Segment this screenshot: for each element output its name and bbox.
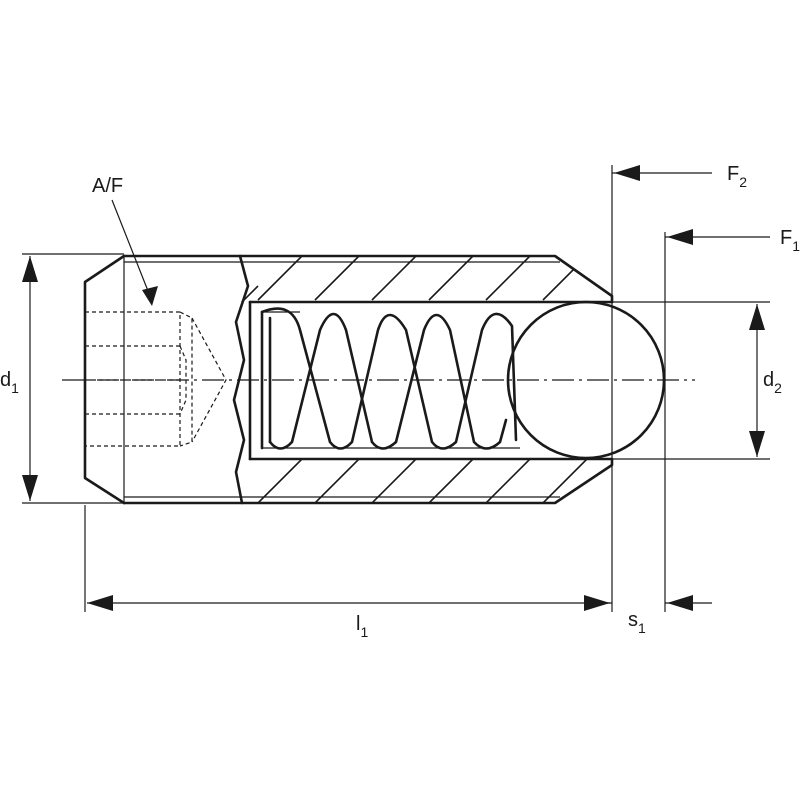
- f2-label: F2: [727, 163, 747, 190]
- d1-label: d1: [0, 369, 19, 396]
- af-leader: [111, 199, 158, 306]
- extension-lines: [22, 165, 770, 612]
- d2-dimension: [749, 304, 765, 457]
- f1-label: F1: [780, 227, 800, 254]
- af-label: A/F: [92, 175, 123, 197]
- hex-socket-hidden: [85, 311, 227, 447]
- body-outline: [83, 254, 614, 505]
- s1-label: s1: [628, 609, 646, 636]
- d2-label: d2: [763, 369, 782, 396]
- l1-label: l1: [356, 613, 368, 640]
- spring: [260, 307, 520, 450]
- d1-dimension: [22, 256, 38, 501]
- l1-dimension: [87, 595, 610, 611]
- force-arrows: [612, 165, 770, 245]
- s1-dimension: [590, 595, 712, 611]
- ball: [506, 300, 666, 460]
